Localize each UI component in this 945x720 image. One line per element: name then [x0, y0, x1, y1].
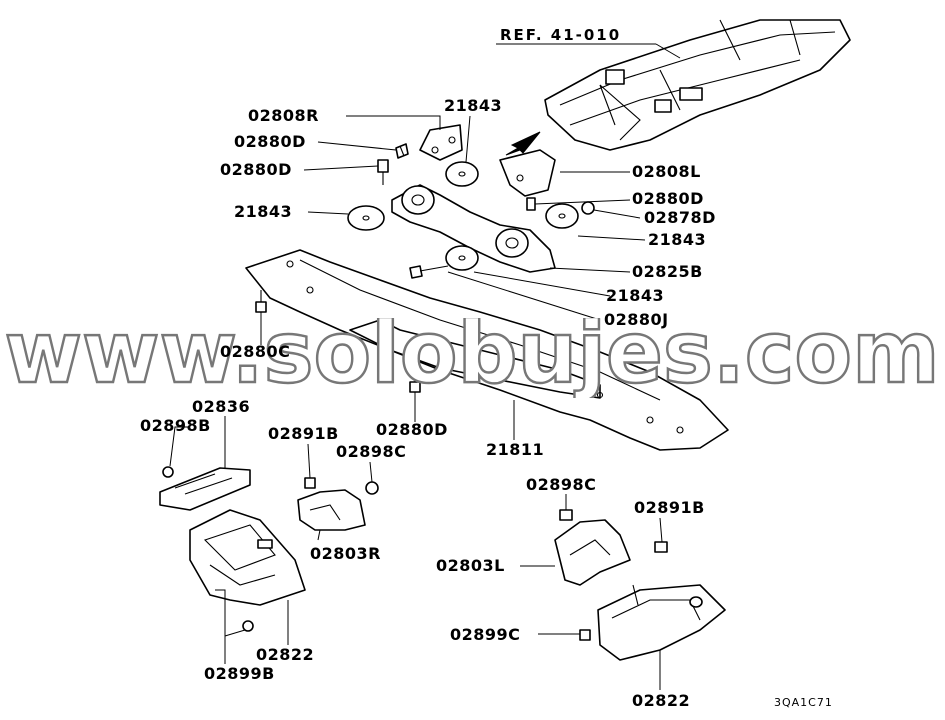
part-label-21843-mid: 21843	[606, 286, 665, 305]
nut-02898c-a	[365, 481, 379, 495]
diagram-code: 3QA1C71	[774, 696, 833, 709]
part-label-21843-right: 21843	[648, 230, 707, 249]
part-label-02898c-b: 02898C	[526, 475, 597, 494]
part-label-02880d-c: 02880D	[632, 189, 704, 208]
stopper-21843-mid	[445, 245, 479, 271]
part-label-02822-b: 02822	[632, 691, 691, 710]
leader-lines	[169, 115, 663, 690]
part-label-02836: 02836	[192, 397, 251, 416]
bolt-02880d-b	[377, 159, 389, 185]
bolt-02880d-c	[526, 197, 536, 211]
part-label-02808l: 02808L	[632, 162, 701, 181]
stopper-21843-left	[347, 205, 385, 231]
nut-02898c-b	[559, 509, 573, 521]
protector-02836	[159, 467, 251, 511]
bolt-02891b-b	[654, 541, 668, 553]
stopper-21843-top	[445, 161, 479, 187]
clip-02898b	[162, 466, 174, 478]
watermark: www.solobujes.com	[3, 318, 941, 398]
bolt-02880d-a	[395, 143, 409, 159]
svg-text:www.solobujes.com: www.solobujes.com	[5, 318, 940, 398]
part-label-02898c-a: 02898C	[336, 442, 407, 461]
bracket-02803r	[297, 489, 366, 531]
stopper-21843-right	[545, 203, 579, 229]
part-label-02899b: 02899B	[204, 664, 275, 683]
part-label-02803l: 02803L	[436, 556, 505, 575]
part-label-02808r: 02808R	[248, 106, 319, 125]
part-label-02880j: 02880J	[604, 310, 669, 329]
part-label-02878d: 02878D	[644, 208, 716, 227]
bolt-02899c	[579, 629, 591, 641]
part-label-02891b-a: 02891B	[268, 424, 339, 443]
nut-02878d	[581, 201, 595, 215]
part-label-02880d-b: 02880D	[220, 160, 292, 179]
bolt-02880c	[255, 290, 267, 313]
bolt-02891b-a	[304, 477, 316, 489]
part-label-02825b: 02825B	[632, 262, 703, 281]
part-label-02880d-a: 02880D	[234, 132, 306, 151]
bolt-02880j	[409, 265, 449, 279]
part-label-21811: 21811	[486, 440, 545, 459]
part-label-21843-left: 21843	[234, 202, 293, 221]
bracket-02808r	[419, 124, 463, 161]
part-label-02891b-b: 02891B	[634, 498, 705, 517]
nut-02899b	[242, 620, 254, 632]
part-label-02898b: 02898B	[140, 416, 211, 435]
insulator-02822-right	[597, 584, 726, 661]
insulator-02825b	[391, 184, 556, 273]
bracket-02803l	[554, 519, 631, 586]
part-label-02803r: 02803R	[310, 544, 381, 563]
ref-leader	[655, 43, 681, 59]
part-label-02899c: 02899C	[450, 625, 521, 644]
reference-label: REF. 41-010	[500, 26, 622, 44]
crossmember-21811	[245, 249, 729, 451]
vehicle-frame	[505, 19, 851, 156]
part-label-02880d-d: 02880D	[376, 420, 448, 439]
part-label-02880c: 02880C	[220, 342, 291, 361]
part-label-21843-top: 21843	[444, 96, 503, 115]
bracket-02808l	[499, 149, 556, 197]
insulator-02822-left	[189, 509, 306, 606]
part-label-02822-a: 02822	[256, 645, 315, 664]
bolt-02880d-d	[409, 370, 421, 393]
